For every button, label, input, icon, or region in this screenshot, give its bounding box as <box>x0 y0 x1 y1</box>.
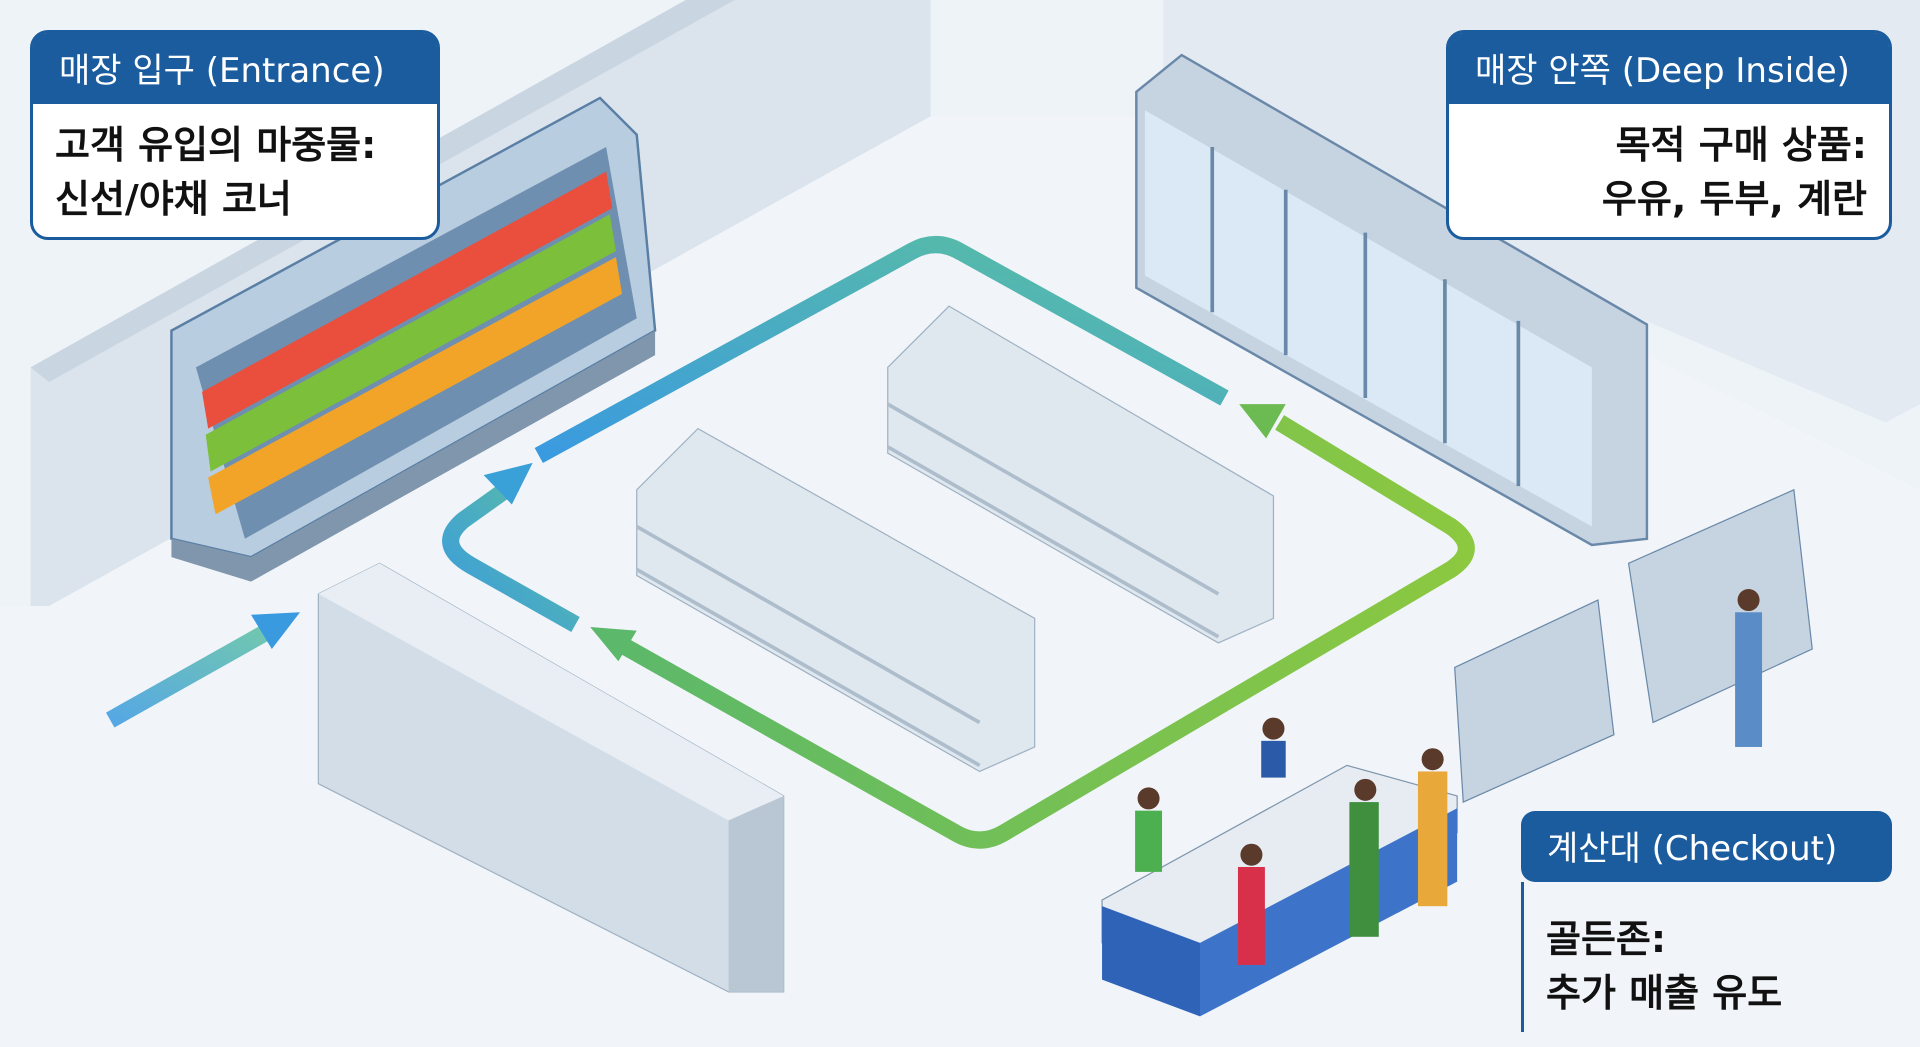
deep-inside-title: 매장 안쪽 (Deep Inside) <box>1449 33 1889 104</box>
refrigerator-cases <box>1135 53 1649 547</box>
checkout-line-1: 골든존: <box>1546 917 1667 961</box>
entrance-line-2: 신선/야채 코너 <box>55 177 292 221</box>
arrowhead-left <box>483 462 533 505</box>
impulse-display-cases <box>1454 488 1813 804</box>
arrowhead-right <box>1239 404 1286 439</box>
entry-arrow <box>105 619 280 728</box>
center-gondola-1 <box>635 427 1036 773</box>
deep-inside-line-1: 목적 구매 상품: <box>1615 123 1867 167</box>
entrance-callout: 매장 입구 (Entrance) 고객 유입의 마중물: 신선/야채 코너 <box>30 30 440 240</box>
arrowhead-bottom <box>590 626 637 662</box>
deep-inside-line-2: 우유, 두부, 계란 <box>1601 177 1867 221</box>
entrance-shelf <box>317 562 785 993</box>
people <box>1135 589 1763 965</box>
deep-inside-callout: 매장 안쪽 (Deep Inside) 목적 구매 상품: 우유, 두부, 계란 <box>1446 30 1892 240</box>
checkout-callout: 계산대 (Checkout) 골든존: 추가 매출 유도 <box>1521 811 1892 1032</box>
checkout-line-2: 추가 매출 유도 <box>1546 971 1783 1015</box>
path-segment-top <box>534 236 1229 464</box>
customer-flow-path <box>105 236 1475 849</box>
produce-display-case <box>170 96 657 582</box>
entry-arrowhead <box>251 612 300 650</box>
path-segment-green <box>614 415 1475 849</box>
path-segment-left <box>442 476 580 632</box>
entrance-line-1: 고객 유입의 마중물: <box>55 123 377 167</box>
checkout-title: 계산대 (Checkout) <box>1521 811 1892 882</box>
entrance-title: 매장 입구 (Entrance) <box>33 33 437 104</box>
center-gondola-2 <box>886 305 1275 644</box>
